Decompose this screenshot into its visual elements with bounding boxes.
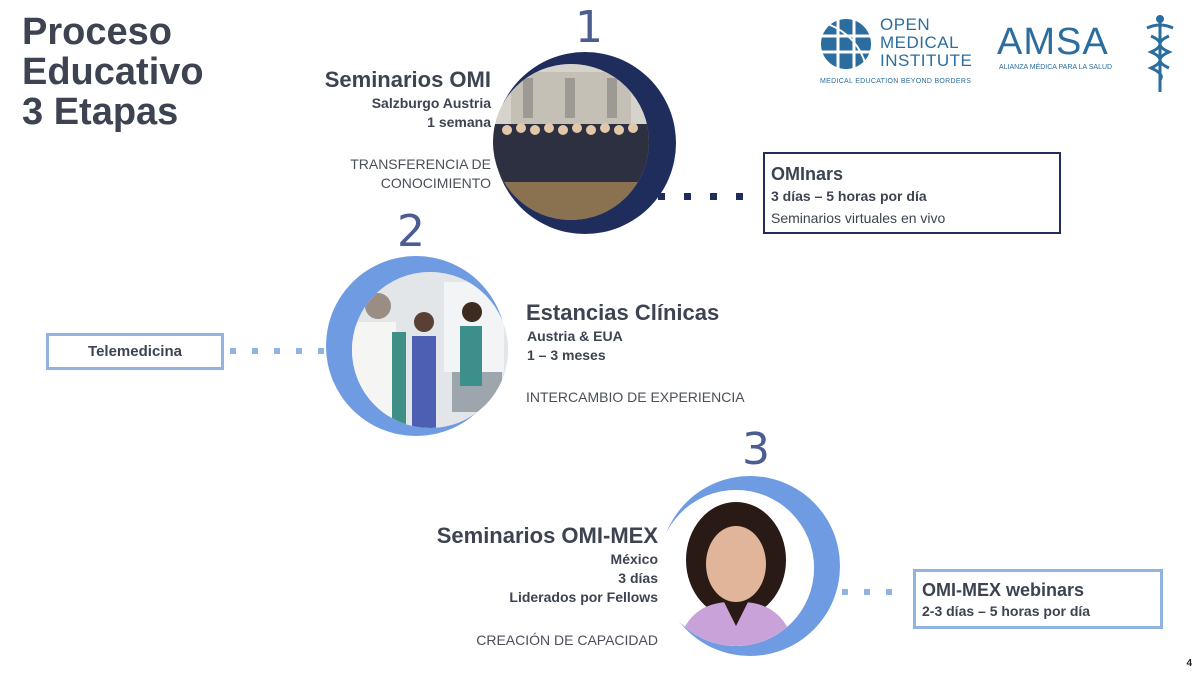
stage-1-title: Seminarios OMI (324, 67, 491, 92)
stage-2-title: Estancias Clínicas (526, 300, 720, 325)
ominars-box: OMInars 3 días – 5 horas por día Seminar… (763, 152, 1061, 234)
stage-3-duration: 3 días (618, 570, 658, 586)
stage-3-photo (658, 490, 814, 646)
page-number: 4 (1186, 658, 1192, 669)
title-line-2: Educativo (22, 51, 204, 93)
webinars-box: OMI-MEX webinars 2-3 días – 5 horas por … (913, 569, 1163, 629)
webinars-title: OMI-MEX webinars (922, 580, 1085, 600)
stage-1-caption-line-2: CONOCIMIENTO (380, 175, 491, 191)
stage-3-leaders: Liderados por Fellows (509, 589, 658, 605)
webinars-duration: 2-3 días – 5 horas por día (922, 603, 1091, 619)
omi-logo-line-1: OPEN (880, 15, 931, 34)
stage-1-caption: TRANSFERENCIA DE CONOCIMIENTO (350, 155, 491, 193)
stage-3-title: Seminarios OMI-MEX (436, 523, 658, 548)
amsa-logo-name: AMSA (997, 21, 1109, 63)
stage-2-caption: INTERCAMBIO DE EXPERIENCIA (526, 389, 745, 405)
stage-2-details: Austria & EUA 1 – 3 meses (527, 327, 623, 365)
omi-logo-line-3: INSTITUTE (880, 51, 973, 70)
caduceus-icon (1146, 15, 1174, 92)
stage-1-photo (493, 64, 649, 220)
stage-1-number: 1 (575, 2, 603, 53)
ominars-duration: 3 días – 5 horas por día (771, 188, 927, 204)
stage-2-duration: 1 – 3 meses (527, 347, 606, 363)
ominars-note: Seminarios virtuales en vivo (771, 210, 946, 226)
stage-3-details: México 3 días Liderados por Fellows (509, 550, 658, 607)
page-title: Proceso Educativo 3 Etapas (22, 12, 204, 132)
ominars-title: OMInars (771, 164, 844, 184)
stage-1-duration: 1 semana (427, 114, 491, 130)
amsa-logo-tagline: ALIANZA MÉDICA PARA LA SALUD (999, 64, 1113, 71)
telemedicina-title: Telemedicina (88, 343, 182, 360)
stage-1-caption-line-1: TRANSFERENCIA DE (350, 156, 491, 172)
omi-logo-tagline: MEDICAL EDUCATION BEYOND BORDERS (820, 78, 972, 85)
omi-logo-line-2: MEDICAL (880, 33, 960, 52)
stage-2-location: Austria & EUA (527, 328, 623, 344)
amsa-logo: AMSA ALIANZA MÉDICA PARA LA SALUD (997, 14, 1182, 96)
title-line-3: 3 Etapas (22, 91, 179, 133)
telemedicina-box: Telemedicina (46, 333, 224, 370)
title-line-1: Proceso (22, 11, 172, 53)
stage-3-caption: CREACIÓN DE CAPACIDAD (476, 632, 658, 648)
globe-grid-icon (821, 19, 871, 69)
stage-1-details: Salzburgo Austria 1 semana (372, 94, 491, 132)
stage-2-photo (352, 272, 508, 428)
omi-logo: OPEN MEDICAL INSTITUTE MEDICAL EDUCATION… (818, 14, 983, 90)
stage-3-location: México (610, 551, 658, 567)
stage-1-location: Salzburgo Austria (371, 95, 491, 111)
stage-3-number: 3 (742, 424, 770, 475)
stage-2-number: 2 (397, 206, 425, 257)
